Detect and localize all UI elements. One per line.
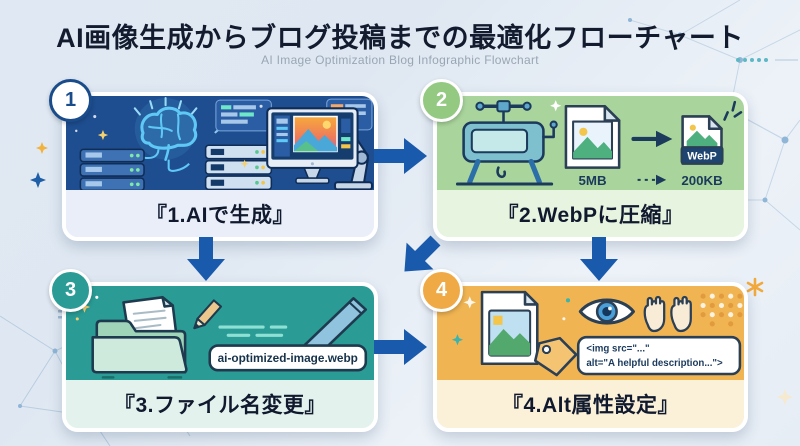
tag-icon [533,336,578,377]
sparkle-blue-left [30,172,46,188]
after-size-label: 200KB [681,173,722,188]
compressor-machine-icon [455,100,558,186]
code-line-1: <img src="..." [586,343,649,354]
page-title: AI画像生成からブログ投稿までの最適化フローチャート [56,23,744,53]
code-block-icon [215,99,272,132]
before-size-label: 5MB [579,173,607,188]
step-1-number-badge: 1 [49,79,92,122]
dashed-arrow-icon [637,174,667,186]
sparkle-cream-bottom-right [777,389,793,405]
sparkle [550,100,562,112]
arrow-step3-to-step4 [374,328,428,366]
image-file-icon [480,290,539,366]
step-2-illustration: 5MB WebP 200KB [437,96,744,191]
convert-arrow-icon [631,130,673,148]
step-2-number-badge: 2 [420,79,463,122]
step-1-illustration [66,96,374,191]
step-3-illustration: ai-optimized-image.webp [66,286,374,381]
sparkle-orange-left [36,142,48,154]
step-4-caption: 『4.Alt属性設定』 [437,380,744,428]
step-panel-2: 2 [420,79,748,241]
arrow-step1-to-step2 [374,137,428,175]
step-2-caption: 『2.WebPに圧縮』 [437,190,744,237]
pencil-icon [193,299,223,330]
server-stack-right-icon [204,144,273,191]
sparkles [97,129,249,168]
server-stack-left-icon [79,148,145,191]
arrow-step2-to-step3-diagonal [390,226,449,285]
step-panel-1: 1 [49,79,378,241]
filename-pill: ai-optimized-image.webp [208,344,368,372]
burst-lines [723,100,743,121]
arrow-step1-to-step3 [186,237,226,281]
hands-icon [643,295,692,333]
filename-label: ai-optimized-image.webp [218,351,358,365]
step-panel-4: 4 [420,269,748,432]
handwriting-dashes [218,325,288,337]
brain-rays [133,97,198,116]
step-3-caption: 『3.ファイル名変更』 [66,380,374,428]
step-4-illustration: <img src="..." alt="A helpful descriptio… [437,286,744,381]
large-image-file-icon [564,104,621,169]
step-3-number-badge: 3 [49,269,92,312]
step-1-caption: 『1.AIで生成』 [66,190,374,237]
monitor-icon [266,107,359,185]
dot-grid-decoration [700,293,743,327]
webp-badge-label: WebP [687,150,717,162]
webp-file-icon [680,115,724,165]
sparkle-orange-right [746,277,764,297]
step-panel-3: 3 [49,269,378,432]
sparkles [75,295,99,321]
code-line-2: alt="A helpful description..."> [586,358,723,369]
sparkles [451,296,571,346]
alt-code-box: <img src="..." alt="A helpful descriptio… [576,335,742,376]
eye-icon [578,298,636,325]
folder-icon [91,319,188,374]
arrow-step2-to-step4 [579,237,619,281]
step-4-number-badge: 4 [420,269,463,312]
brain-icon [140,106,198,161]
page-subtitle: AI Image Optimization Blog Infographic F… [261,53,539,67]
